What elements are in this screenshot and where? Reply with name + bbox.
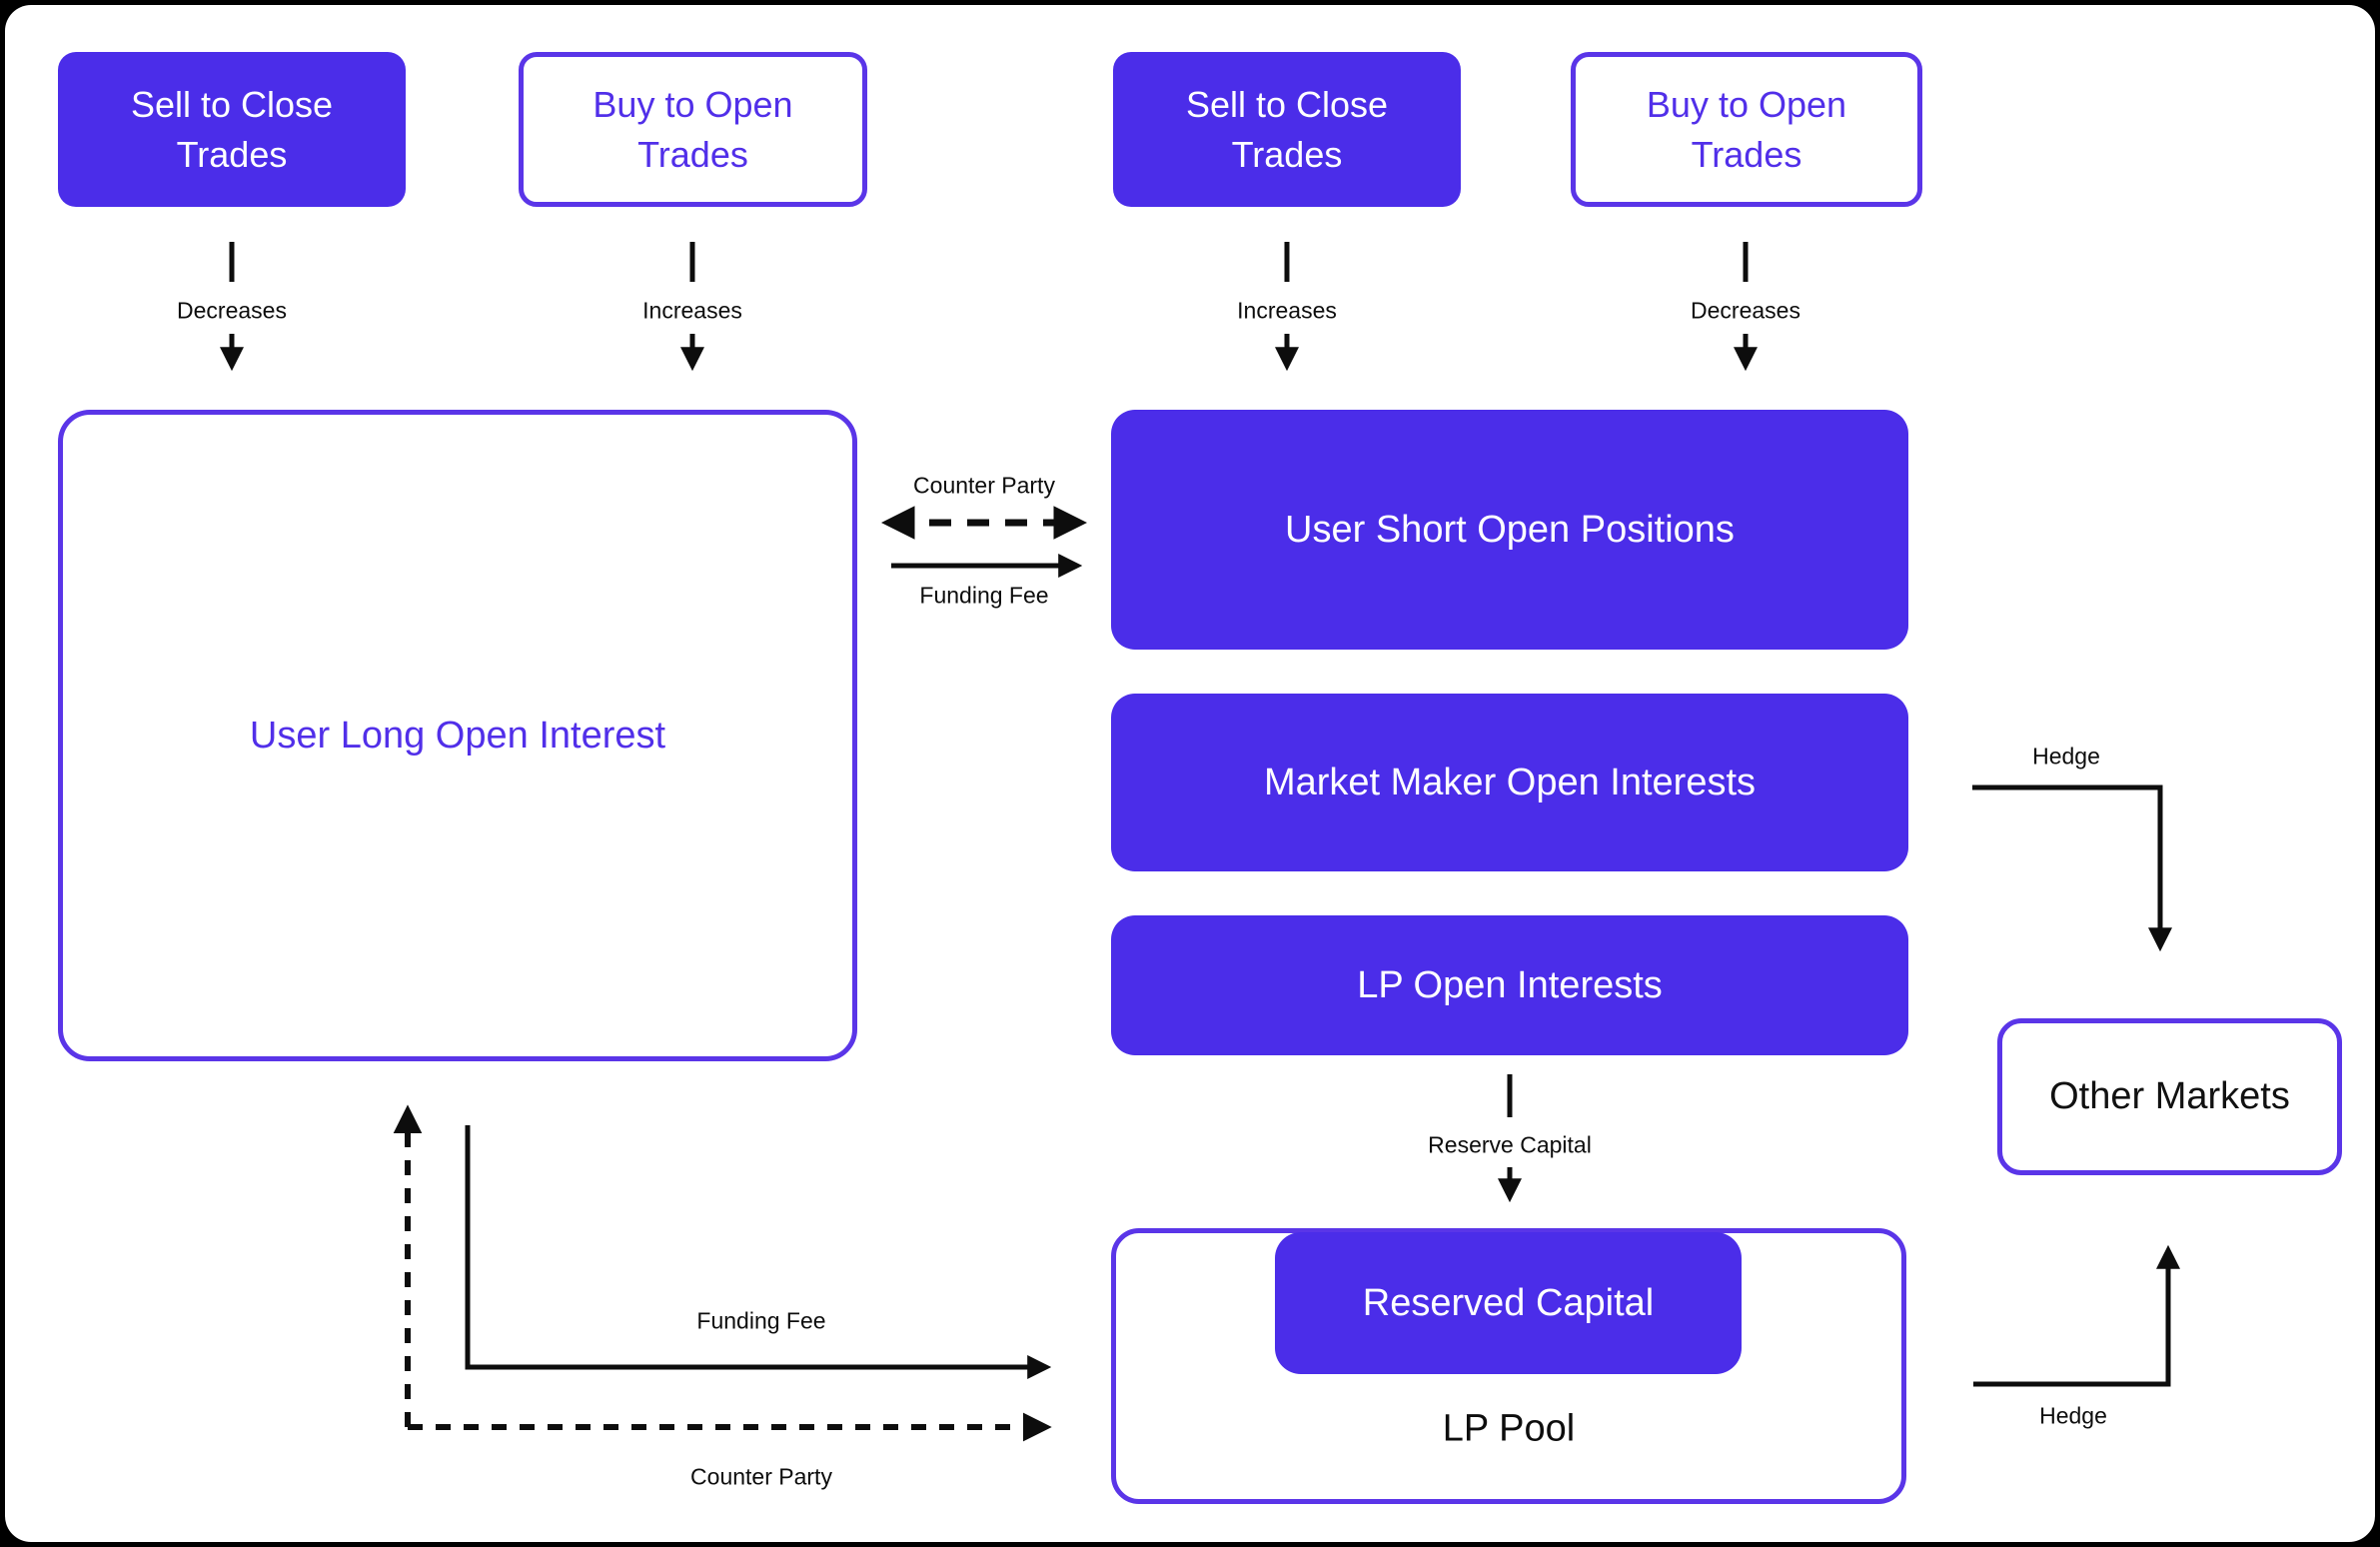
flow-label-decreases-right: Decreases [1691, 297, 1800, 324]
label-counter-party-bottom: Counter Party [690, 1463, 832, 1490]
node-sell-to-close-left: Sell to Close Trades [58, 52, 406, 207]
edge-hedge-bottom-elbow [1973, 1244, 2181, 1387]
label-reserve-capital: Reserve Capital [1428, 1131, 1592, 1158]
node-buy-to-open-right: Buy to Open Trades [1571, 52, 1922, 207]
node-user-short-open-positions: User Short Open Positions [1111, 410, 1908, 650]
flow-label-increases-right: Increases [1237, 297, 1337, 324]
node-other-markets: Other Markets [1997, 1018, 2342, 1175]
node-buy-to-open-left: Buy to Open Trades [519, 52, 867, 207]
label-hedge-bottom: Hedge [2039, 1402, 2107, 1429]
label-hedge-top: Hedge [2032, 743, 2100, 770]
node-reserved-capital: Reserved Capital [1275, 1232, 1742, 1374]
edge-hedge-top-elbow [1972, 784, 2173, 952]
flow-label-increases-left: Increases [642, 297, 742, 324]
node-sell-to-close-right: Sell to Close Trades [1113, 52, 1461, 207]
node-lp-open-interests: LP Open Interests [1111, 915, 1908, 1055]
node-market-maker-open-interests: Market Maker Open Interests [1111, 694, 1908, 871]
label-funding-fee-bottom: Funding Fee [696, 1307, 826, 1334]
edge-funding-fee-elbow [465, 1125, 1052, 1380]
label-funding-fee-mid: Funding Fee [919, 582, 1049, 609]
label-counter-party-mid: Counter Party [913, 472, 1055, 499]
label-lp-pool: LP Pool [1442, 1407, 1576, 1450]
flow-label-decreases-left: Decreases [177, 297, 287, 324]
node-user-long-open-interest: User Long Open Interest [58, 410, 857, 1061]
